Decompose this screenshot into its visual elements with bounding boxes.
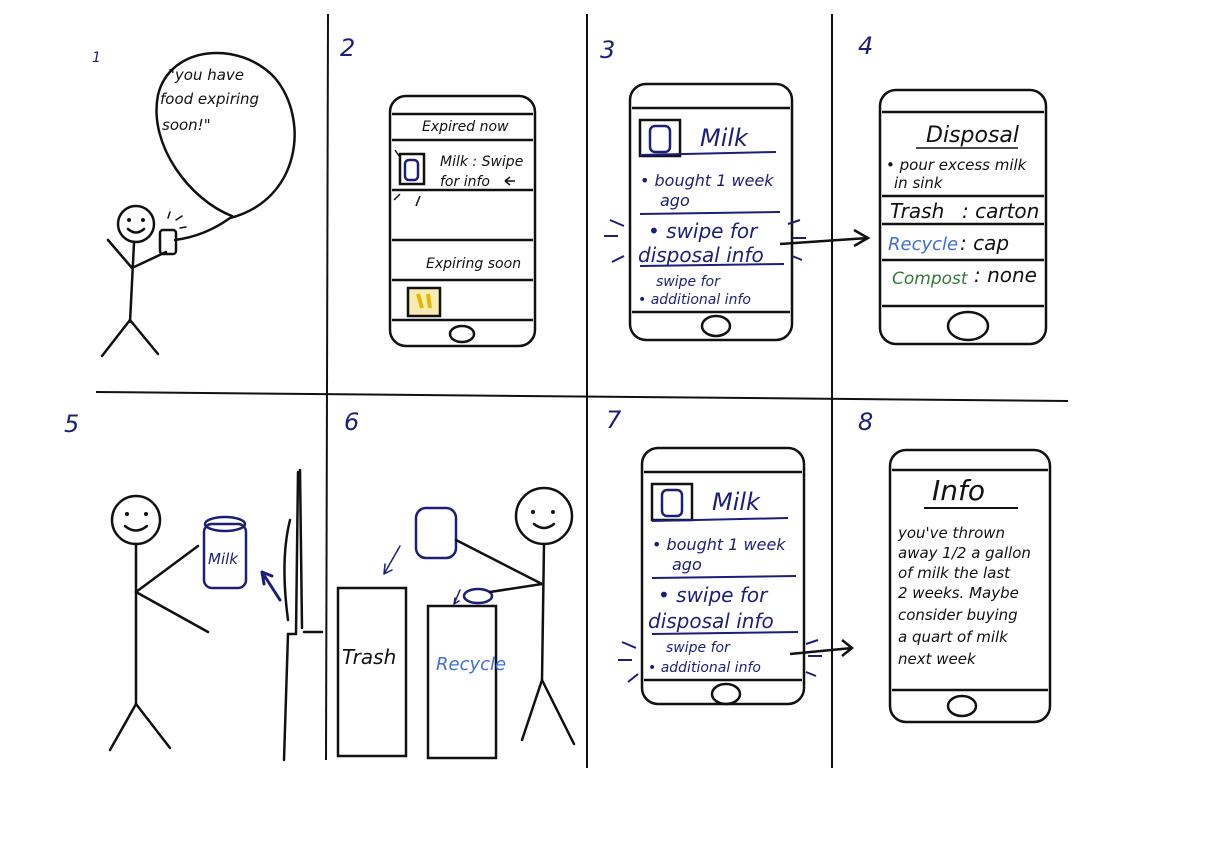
arrow-to-panel-4 bbox=[779, 228, 871, 248]
panel-number-2: 2 bbox=[340, 34, 355, 62]
recycle-label: Recycle bbox=[888, 234, 958, 255]
home-button bbox=[946, 310, 990, 342]
jar-label: Milk bbox=[208, 550, 239, 568]
trash-bin-label: Trash bbox=[342, 645, 396, 669]
panel-8-phone bbox=[888, 448, 1052, 724]
grid-lines bbox=[95, 13, 1069, 768]
bullet-additional: swipe for bbox=[656, 274, 721, 290]
milk-icon bbox=[638, 118, 682, 158]
stick-figure-head bbox=[514, 486, 574, 546]
expiring-soon-header: Expiring soon bbox=[426, 256, 521, 272]
speech-line-1: "you have bbox=[168, 66, 244, 84]
panel-number-6: 6 bbox=[344, 408, 359, 436]
info-line-1: you've thrown bbox=[897, 524, 1005, 542]
trash-label: Trash bbox=[890, 199, 944, 223]
motion-arrow bbox=[260, 570, 282, 602]
panel-number-4: 4 bbox=[858, 32, 873, 60]
info-line-2: away 1/2 a gallon bbox=[898, 544, 1031, 562]
bullet-disposal: disposal info bbox=[648, 609, 774, 633]
bullet-swipe: • swipe for bbox=[658, 583, 769, 607]
home-button bbox=[710, 682, 742, 706]
disposal-note-1: • pour excess milk bbox=[886, 156, 1028, 174]
milk-icon bbox=[398, 152, 426, 186]
speech-line-2: food expiring bbox=[160, 90, 259, 108]
panel-3-phone bbox=[604, 82, 871, 342]
milk-title: Milk bbox=[700, 124, 749, 152]
panel-1 bbox=[100, 51, 296, 358]
bullet-bought-2: ago bbox=[660, 191, 690, 210]
panel-number-1: 1 bbox=[92, 50, 101, 66]
home-button bbox=[700, 314, 732, 338]
stick-figure-head bbox=[110, 494, 162, 546]
milk-jar bbox=[202, 522, 248, 590]
expired-item-line-2: for info bbox=[440, 174, 490, 190]
stick-figure-head bbox=[116, 204, 156, 244]
yellow-item-icon bbox=[406, 286, 442, 318]
recycle-bin-label: Recycle bbox=[436, 654, 506, 675]
milk-title: Milk bbox=[712, 488, 761, 516]
disposal-note-2: in sink bbox=[894, 174, 944, 192]
panel-7-phone bbox=[618, 446, 855, 706]
panel-number-7: 7 bbox=[606, 406, 622, 434]
info-line-4: 2 weeks. Maybe bbox=[898, 584, 1019, 602]
trash-value: : carton bbox=[962, 199, 1039, 223]
bullet-bought: • bought 1 week bbox=[640, 171, 774, 190]
bullet-disposal: disposal info bbox=[638, 243, 764, 267]
speech-bubble bbox=[155, 51, 296, 242]
carton bbox=[414, 506, 458, 560]
panel-number-5: 5 bbox=[64, 410, 79, 438]
bullet-bought: • bought 1 week bbox=[652, 535, 786, 554]
home-button bbox=[946, 694, 978, 718]
arrow-to-panel-8 bbox=[789, 639, 855, 657]
phone-in-hand bbox=[158, 228, 178, 256]
compost-label: Compost bbox=[892, 269, 969, 289]
cap bbox=[462, 587, 494, 605]
panel-4-phone bbox=[878, 88, 1048, 346]
bullet-additional: swipe for bbox=[666, 640, 731, 656]
expired-item-line-1: Milk : Swipe bbox=[440, 154, 523, 170]
panel-number-3: 3 bbox=[600, 36, 615, 64]
info-line-5: consider buying bbox=[898, 606, 1018, 624]
bullet-swipe: • swipe for bbox=[648, 219, 759, 243]
info-title: Info bbox=[932, 474, 985, 507]
expired-header: Expired now bbox=[422, 119, 509, 135]
disposal-title: Disposal bbox=[926, 123, 1019, 148]
panel-6 bbox=[336, 486, 576, 760]
bullet-additional-2: • additional info bbox=[638, 292, 751, 308]
info-line-6: a quart of milk bbox=[898, 628, 1009, 646]
recycle-bin bbox=[426, 604, 498, 760]
info-line-3: of milk the last bbox=[898, 564, 1011, 582]
door-frame bbox=[282, 468, 324, 762]
panel-number-8: 8 bbox=[858, 408, 873, 436]
compost-value: : none bbox=[974, 263, 1037, 287]
panel-2-phone bbox=[388, 94, 537, 348]
info-line-7: next week bbox=[898, 650, 977, 668]
bullet-additional-2: • additional info bbox=[648, 660, 761, 676]
recycle-value: : cap bbox=[960, 231, 1009, 255]
speech-line-3: soon!" bbox=[162, 116, 211, 134]
panel-5 bbox=[108, 468, 324, 762]
bullet-bought-2: ago bbox=[672, 555, 702, 574]
trash-bin bbox=[336, 586, 408, 758]
home-button bbox=[448, 324, 476, 344]
